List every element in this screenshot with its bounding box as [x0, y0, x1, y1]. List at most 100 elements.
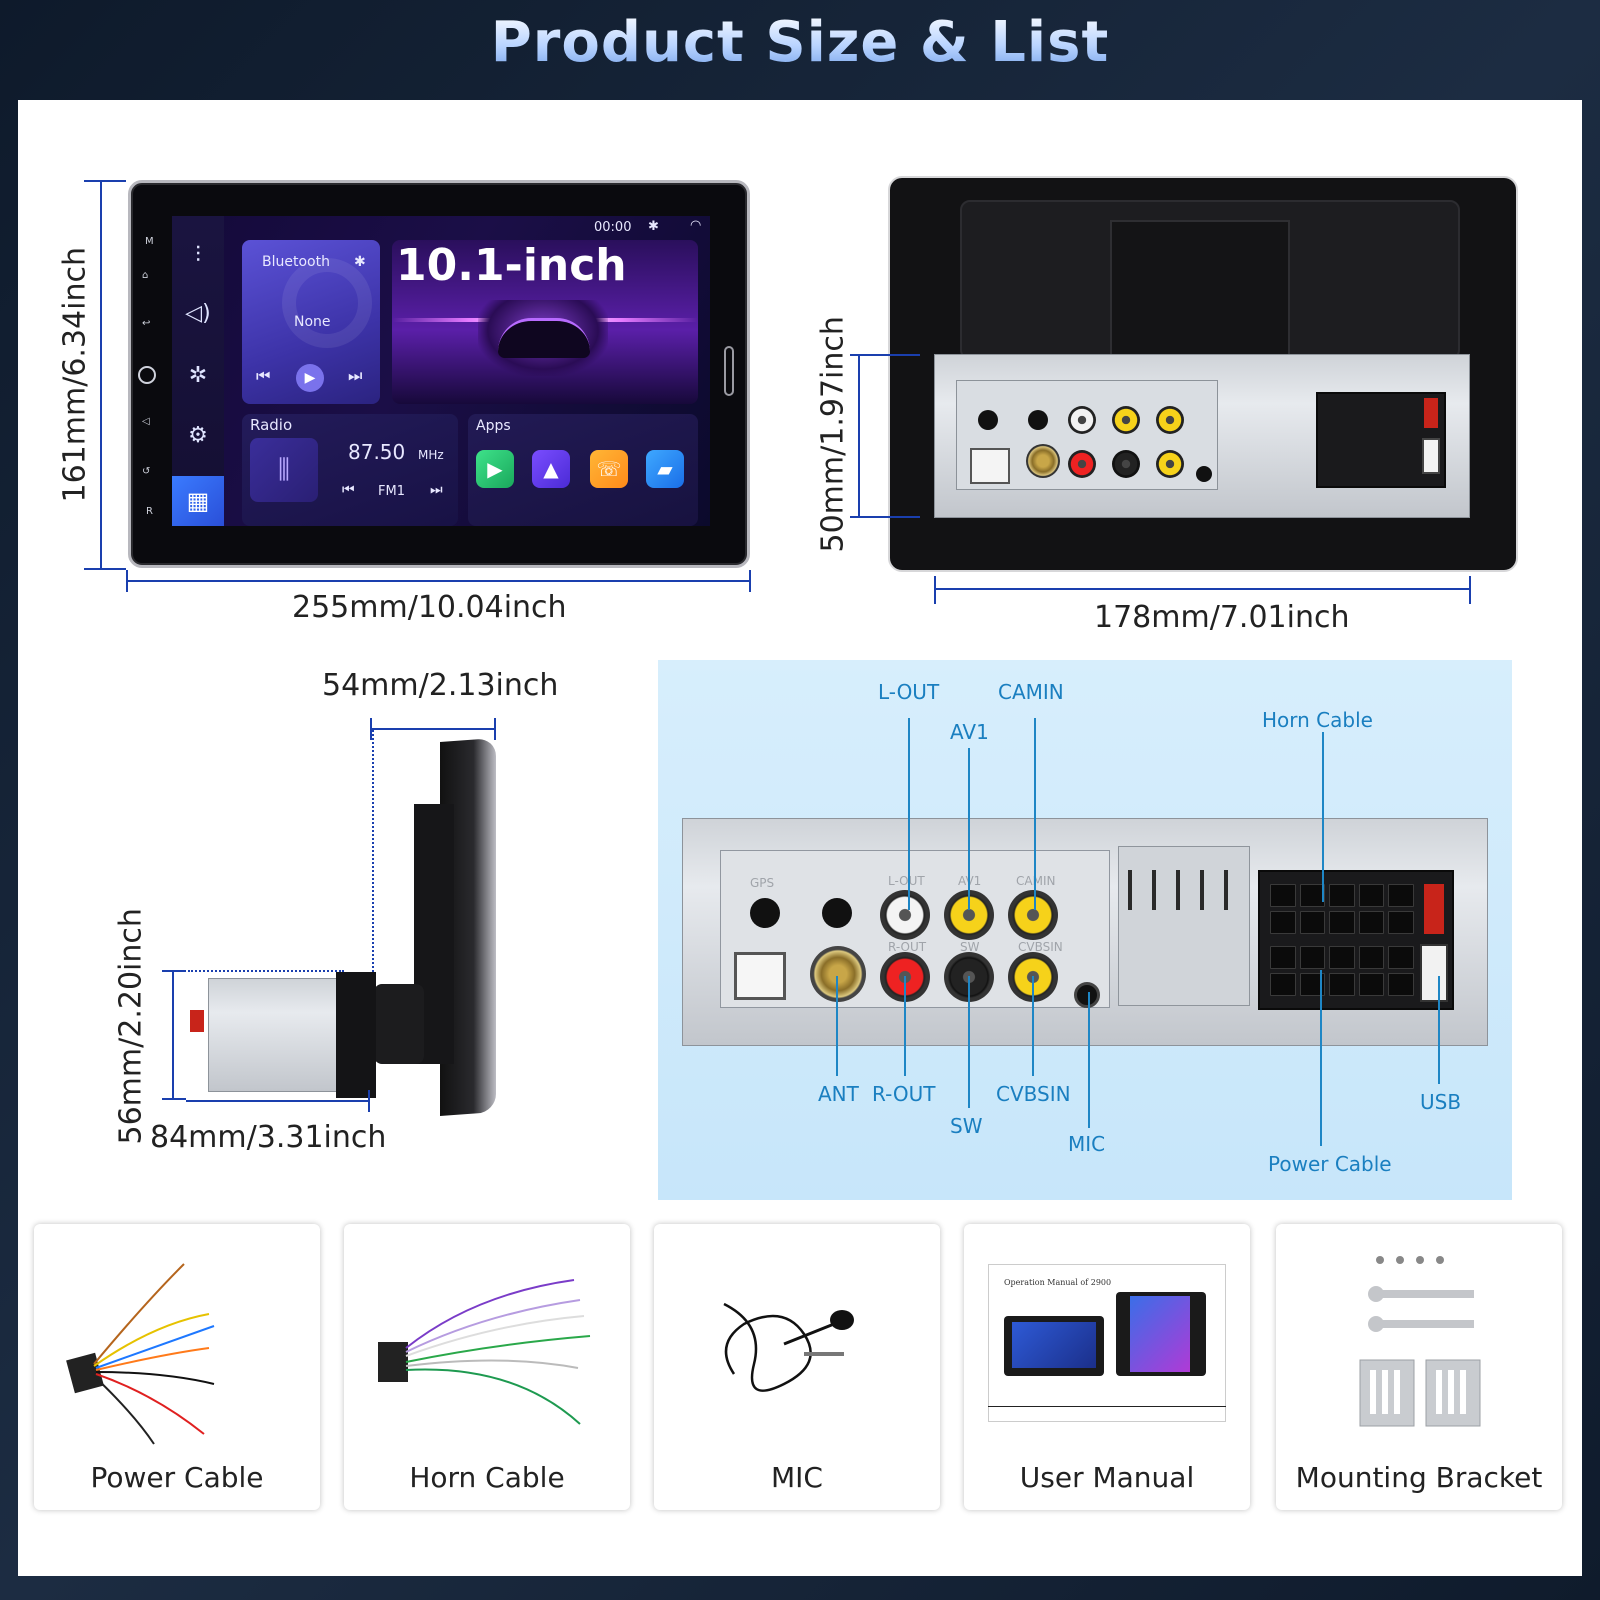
- callout-lout-jack: [880, 890, 930, 940]
- callout-iso-upper-pins: [1270, 884, 1414, 934]
- side-button-mic[interactable]: M: [145, 236, 154, 247]
- label-usb: USB: [1420, 1090, 1462, 1114]
- callout-hole-2: [822, 898, 852, 928]
- side-button-home-icon[interactable]: ⌂: [142, 270, 149, 281]
- front-height-label: 161mm/6.34inch: [57, 247, 93, 503]
- next-track-icon[interactable]: ⏭: [348, 366, 363, 385]
- accessory-mic: MIC: [654, 1224, 940, 1510]
- front-width-tick-left: [126, 570, 128, 592]
- usb-drive-icon[interactable]: ▰: [646, 450, 684, 488]
- accessory-power-cable: Power Cable: [34, 1224, 320, 1510]
- print-rout: R-OUT: [888, 940, 927, 954]
- callout-mic-jack: [1074, 982, 1100, 1008]
- screen-left-rail: [172, 216, 224, 526]
- label-ant: ANT: [818, 1082, 859, 1106]
- rear-hole-2: [1028, 410, 1048, 430]
- accessory-horn-cable: Horn Cable: [344, 1224, 630, 1510]
- radio-next-icon[interactable]: ⏭: [430, 482, 443, 498]
- side-button-back-icon[interactable]: ↩: [142, 318, 151, 329]
- mic-illustration: [723, 1302, 854, 1392]
- rear-width-label: 178mm/7.01inch: [1094, 600, 1350, 635]
- play-button[interactable]: ▶: [296, 364, 324, 392]
- rear-sw-jack: [1112, 450, 1140, 478]
- print-sw: SW: [960, 940, 980, 954]
- side-chassis: [208, 978, 346, 1092]
- rear-height-tick-bottom: [850, 516, 920, 518]
- accessory-user-manual: Operation Manual of 2900 User Manual: [964, 1224, 1250, 1510]
- rear-mount-block: [1110, 220, 1290, 360]
- side-button-return-icon[interactable]: ↺: [142, 466, 151, 477]
- status-time: 00:00: [594, 220, 632, 235]
- equalizer-icon[interactable]: ⫶: [195, 243, 201, 268]
- rear-height-tick-top: [850, 354, 920, 356]
- pointer-rout: [904, 976, 906, 1076]
- rear-usb-port: [1422, 438, 1440, 474]
- android-auto-icon[interactable]: ▲: [532, 450, 570, 488]
- side-height-tick-top: [162, 970, 186, 972]
- print-cvbsin: CVBSIN: [1018, 940, 1063, 954]
- pointer-camin: [1034, 718, 1036, 910]
- side-height-guide-top: [188, 970, 344, 972]
- status-wifi-icon: ◠: [690, 218, 702, 233]
- pointer-av1: [968, 748, 970, 910]
- side-arm: [374, 984, 424, 1064]
- carplay-icon[interactable]: ▶: [476, 450, 514, 488]
- pointer-sw: [968, 976, 970, 1108]
- status-bluetooth-icon: ✱: [648, 219, 659, 234]
- manual-unit-1-screen: [1012, 1322, 1096, 1368]
- car-body: [498, 318, 590, 358]
- side-height-tick-bottom: [162, 1098, 186, 1100]
- side-button-reset[interactable]: R: [146, 506, 153, 517]
- front-height-line: [100, 180, 102, 570]
- radio-label: Radio: [250, 416, 293, 434]
- callout-usb-port: [1420, 944, 1448, 1002]
- callout-fuse: [1424, 884, 1444, 934]
- radio-unit: MHz: [418, 448, 444, 462]
- callout-ant-jack: [810, 946, 866, 1002]
- rear-rout-jack: [1068, 450, 1096, 478]
- manual-rule: [988, 1406, 1226, 1407]
- side-button-power-icon[interactable]: [138, 366, 156, 384]
- label-horn-cable: Horn Cable: [1262, 708, 1373, 732]
- pointer-lout: [908, 718, 910, 910]
- gear-icon[interactable]: ⚙: [188, 423, 208, 448]
- callout-vent-slots: [1128, 870, 1240, 910]
- label-camin: CAMIN: [998, 680, 1064, 704]
- bluetooth-label: Bluetooth: [262, 254, 330, 270]
- rear-height-label: 50mm/1.97inch: [815, 316, 851, 553]
- pointer-usb: [1438, 976, 1440, 1084]
- pointer-cvbsin: [1032, 976, 1034, 1076]
- bracket-illustration: [1359, 1256, 1481, 1427]
- speaker-icon[interactable]: ◁): [185, 301, 211, 326]
- accessory-label: User Manual: [1019, 1461, 1195, 1494]
- apps-grid-icon[interactable]: ▦: [172, 476, 224, 526]
- radio-prev-icon[interactable]: ⏮: [342, 482, 355, 498]
- rear-mic-jack: [1196, 466, 1212, 482]
- rear-dab-port: [970, 448, 1010, 484]
- bluetooth-value: None: [294, 314, 331, 330]
- side-bottom-depth-line: [186, 1100, 370, 1102]
- radio-band: FM1: [378, 484, 405, 499]
- bluetooth-icon: ✱: [354, 254, 366, 270]
- label-cvbsin: CVBSIN: [996, 1082, 1071, 1106]
- settings-icon[interactable]: ✲: [188, 363, 208, 388]
- phone-icon[interactable]: ☏: [590, 450, 628, 488]
- rear-ant-jack: [1026, 444, 1060, 478]
- side-dotted-guide: [372, 730, 374, 972]
- callout-camin-jack: [1008, 890, 1058, 940]
- pointer-mic: [1088, 992, 1090, 1128]
- rear-width-line: [934, 588, 1470, 590]
- pointer-power: [1320, 970, 1322, 1146]
- accessory-label: Power Cable: [90, 1461, 264, 1494]
- side-button-volume-icon[interactable]: ◁: [142, 416, 150, 427]
- accessory-label: Mounting Bracket: [1295, 1461, 1543, 1494]
- front-width-label: 255mm/10.04inch: [292, 590, 567, 625]
- callout-iso-lower-pins: [1270, 946, 1414, 996]
- accessory-label: MIC: [771, 1461, 823, 1494]
- front-width-line: [126, 580, 750, 582]
- prev-track-icon[interactable]: ⏮: [256, 366, 271, 385]
- label-rout: R-OUT: [872, 1082, 936, 1106]
- side-red-fuse: [190, 1010, 204, 1032]
- rear-av1-jack: [1112, 406, 1140, 434]
- accessory-mounting-bracket: Mounting Bracket: [1276, 1224, 1562, 1510]
